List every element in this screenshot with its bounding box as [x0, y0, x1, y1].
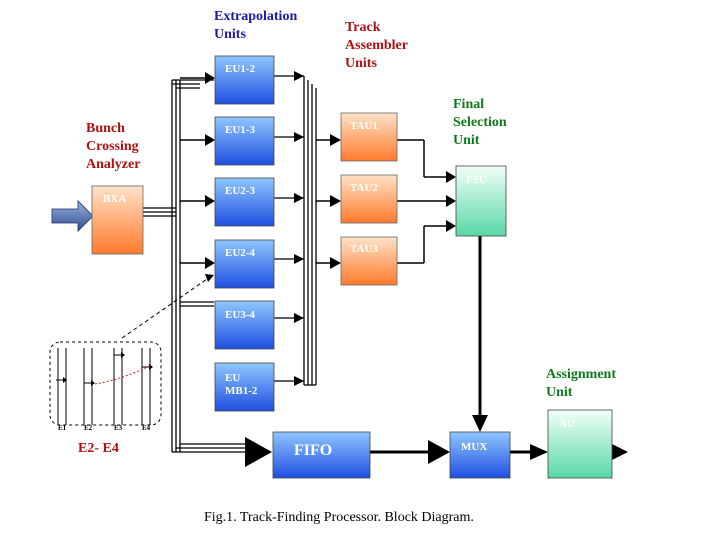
tau3-label: TAU3	[350, 243, 378, 255]
fifo-input-bus	[172, 437, 272, 467]
eu-output-bus	[274, 75, 317, 386]
fsu-label: FSU	[466, 174, 487, 186]
eu-mb-label-line2: MB1-2	[225, 385, 258, 397]
au-block: AU	[547, 409, 613, 479]
tau-to-fsu-wiring	[397, 139, 456, 264]
track-assembler-units-title: Track Assembler Units	[345, 20, 411, 71]
station-inset: E1 E2 E3 E4	[49, 341, 162, 432]
eu-2-4-label: EU2-4	[225, 247, 255, 259]
station-e4-label: E4	[142, 424, 151, 432]
tau-block-2: TAU2	[340, 174, 398, 224]
lower-eu-taps	[180, 301, 214, 307]
station-e2-label: E2	[84, 424, 93, 432]
tau-block-3: TAU3	[340, 236, 398, 286]
mux-block: MUX	[449, 431, 511, 479]
extrapolation-units-title: Extrapolation Units	[214, 9, 301, 42]
inset-label: E2- E4	[78, 441, 119, 456]
eu-block-2-4: EU2-4	[214, 239, 275, 289]
tau1-label: TAU1	[350, 120, 378, 132]
eu-mb-label-line1: EU	[225, 372, 240, 384]
fifo-to-mux-arrow	[370, 440, 450, 464]
eu-1-2-label: EU1-2	[225, 63, 255, 75]
assignment-unit-title: Assignment Unit	[546, 367, 620, 400]
left-distribution-bus	[171, 80, 181, 452]
bxa-label: BXA	[103, 193, 126, 205]
mux-label: MUX	[461, 441, 487, 453]
eu-1-3-label: EU1-3	[225, 124, 255, 136]
eu-block-1-2: EU1-2	[214, 55, 275, 105]
input-arrow-icon	[51, 200, 94, 232]
eu-input-arrows	[180, 72, 215, 269]
bxa-block: BXA	[91, 185, 144, 255]
bunch-crossing-analyzer-title: Bunch Crossing Analyzer	[86, 121, 142, 172]
eu-block-mb1-2: EU MB1-2	[214, 362, 275, 412]
fsu-block: FSU	[455, 165, 507, 237]
eu-3-4-label: EU3-4	[225, 309, 255, 321]
figure-caption: Fig.1. Track-Finding Processor. Block Di…	[204, 510, 474, 525]
tau2-label: TAU2	[350, 182, 378, 194]
eu-bus-arrows	[294, 71, 304, 386]
station-e3-label: E3	[114, 424, 123, 432]
eu-block-1-3: EU1-3	[214, 116, 275, 166]
eu-block-3-4: EU3-4	[214, 300, 275, 350]
fifo-label: FIFO	[294, 442, 332, 459]
fsu-to-mux-arrow	[472, 236, 488, 432]
bxa-output-bus	[143, 207, 176, 217]
eu-block-2-3: EU2-3	[214, 177, 275, 227]
au-label: AU	[559, 418, 575, 430]
mux-to-au-arrow	[510, 444, 548, 460]
eu-2-3-label: EU2-3	[225, 185, 255, 197]
au-output-arrow	[612, 444, 628, 460]
tau-input-arrows	[316, 134, 341, 269]
tau-block-1: TAU1	[340, 112, 398, 162]
station-e1-label: E1	[58, 424, 67, 432]
fifo-block: FIFO	[272, 431, 371, 479]
final-selection-unit-title: Final Selection Unit	[453, 97, 510, 148]
inset-to-eu-link	[121, 274, 214, 339]
